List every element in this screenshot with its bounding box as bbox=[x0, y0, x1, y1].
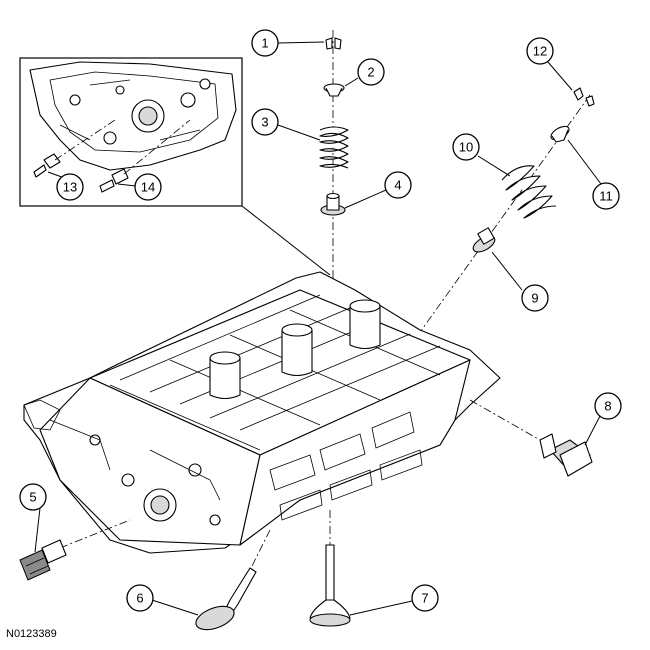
callout-label: 7 bbox=[421, 591, 428, 606]
cylinder-head bbox=[23, 271, 501, 554]
callout-label: 4 bbox=[394, 178, 401, 193]
valve-spring-3 bbox=[319, 126, 349, 169]
figure-reference: N0123389 bbox=[6, 628, 57, 640]
callout-8: 8 bbox=[594, 392, 622, 420]
callout-label: 10 bbox=[459, 140, 473, 155]
callout-label: 2 bbox=[367, 65, 374, 80]
bolt-13 bbox=[33, 119, 116, 178]
valve-spring-retainer-2 bbox=[323, 83, 345, 97]
callout-label: 14 bbox=[141, 180, 155, 195]
callout-4: 4 bbox=[384, 171, 412, 199]
callout-14: 14 bbox=[134, 173, 162, 201]
callout-3: 3 bbox=[251, 108, 279, 136]
callout-1: 1 bbox=[251, 29, 279, 57]
callout-9: 9 bbox=[521, 284, 549, 312]
callout-label: 5 bbox=[29, 490, 36, 505]
valve-keepers-12 bbox=[573, 87, 595, 107]
callout-12: 12 bbox=[526, 37, 554, 65]
bolt-14 bbox=[99, 119, 191, 193]
callout-label: 1 bbox=[261, 36, 268, 51]
valve-spring-10 bbox=[501, 165, 557, 219]
inset-detail bbox=[19, 57, 243, 207]
valve-seal-4 bbox=[320, 192, 346, 216]
valve-spring-retainer-11 bbox=[550, 125, 570, 143]
callout-5: 5 bbox=[19, 483, 47, 511]
callout-6: 6 bbox=[126, 584, 154, 612]
callout-10: 10 bbox=[452, 133, 480, 161]
callout-11: 11 bbox=[592, 182, 620, 210]
sensor-5 bbox=[19, 519, 131, 581]
callout-label: 9 bbox=[531, 291, 538, 306]
callout-13: 13 bbox=[56, 173, 84, 201]
callout-2: 2 bbox=[357, 58, 385, 86]
exhaust-valve-7 bbox=[309, 510, 351, 627]
valve-seal-9 bbox=[472, 227, 496, 253]
callout-label: 12 bbox=[533, 44, 547, 59]
callout-label: 11 bbox=[599, 189, 613, 204]
sensor-8 bbox=[469, 399, 593, 477]
lash-adjusters bbox=[209, 299, 381, 400]
callout-7: 7 bbox=[411, 584, 439, 612]
intake-valve-6 bbox=[195, 529, 271, 631]
callout-label: 8 bbox=[604, 399, 611, 414]
callout-label: 3 bbox=[261, 115, 268, 130]
callout-label: 13 bbox=[63, 180, 77, 195]
valve-keepers-1 bbox=[325, 37, 342, 50]
callout-label: 6 bbox=[136, 591, 143, 606]
leader-lines bbox=[34, 41, 605, 616]
